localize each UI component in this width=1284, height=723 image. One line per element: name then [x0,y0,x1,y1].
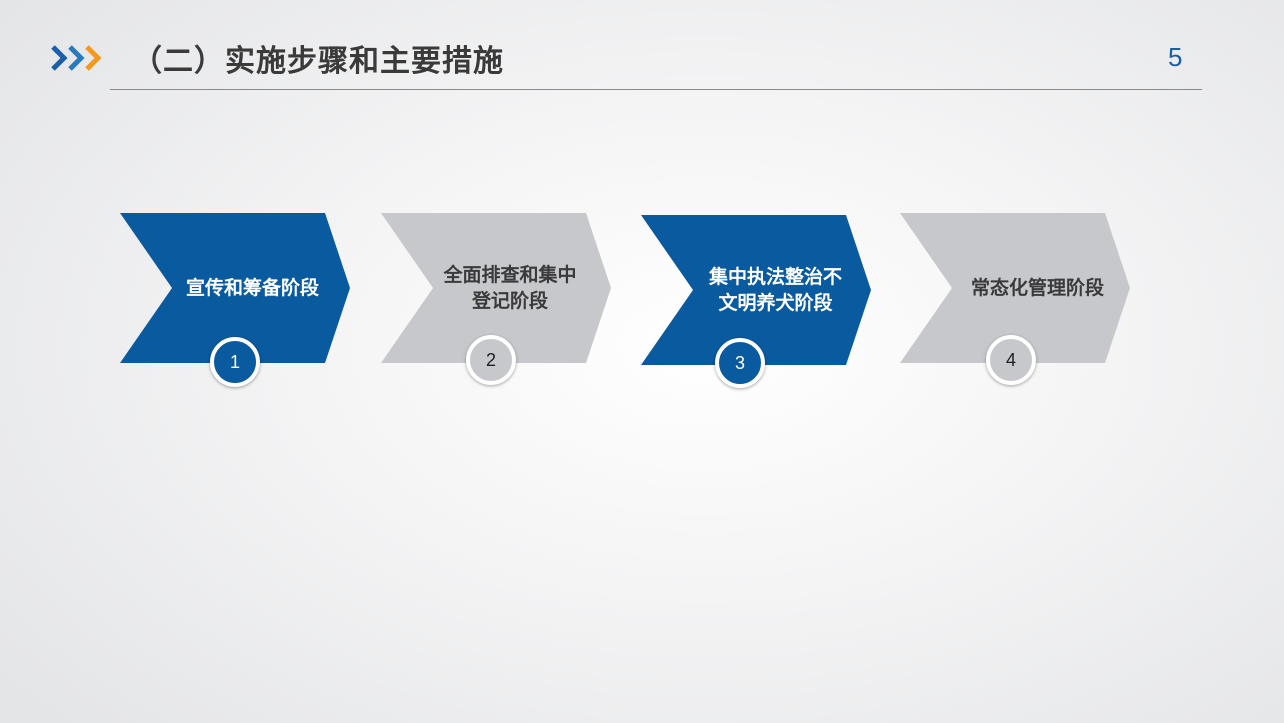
step-2: 全面排查和集中 登记阶段 2 [381,213,613,388]
step-3: 集中执法整治不 文明养犬阶段 3 [641,215,873,390]
step-number-badge: 4 [986,335,1036,385]
step-number-badge: 3 [715,338,765,388]
page-title: （二）实施步骤和主要措施 [132,44,504,79]
step-label: 常态化管理阶段 [970,277,1104,299]
header-divider [110,89,1202,90]
chevron-shape [641,215,871,365]
step-label: 集中执法整治不 文明养犬阶段 [708,266,842,314]
chevron-shape [900,213,1130,363]
step-4: 常态化管理阶段 4 [900,213,1132,388]
chevron-shape [381,213,611,363]
step-1: 宣传和筹备阶段 1 [120,213,352,388]
triple-chevron-right-icon [51,45,102,71]
step-number-badge: 2 [466,335,516,385]
step-label: 全面排查和集中 登记阶段 [443,264,577,312]
page-number: 5 [1168,42,1183,72]
step-number-badge: 1 [210,337,260,387]
chevron-shape [120,213,350,363]
step-label: 宣传和筹备阶段 [185,277,319,299]
